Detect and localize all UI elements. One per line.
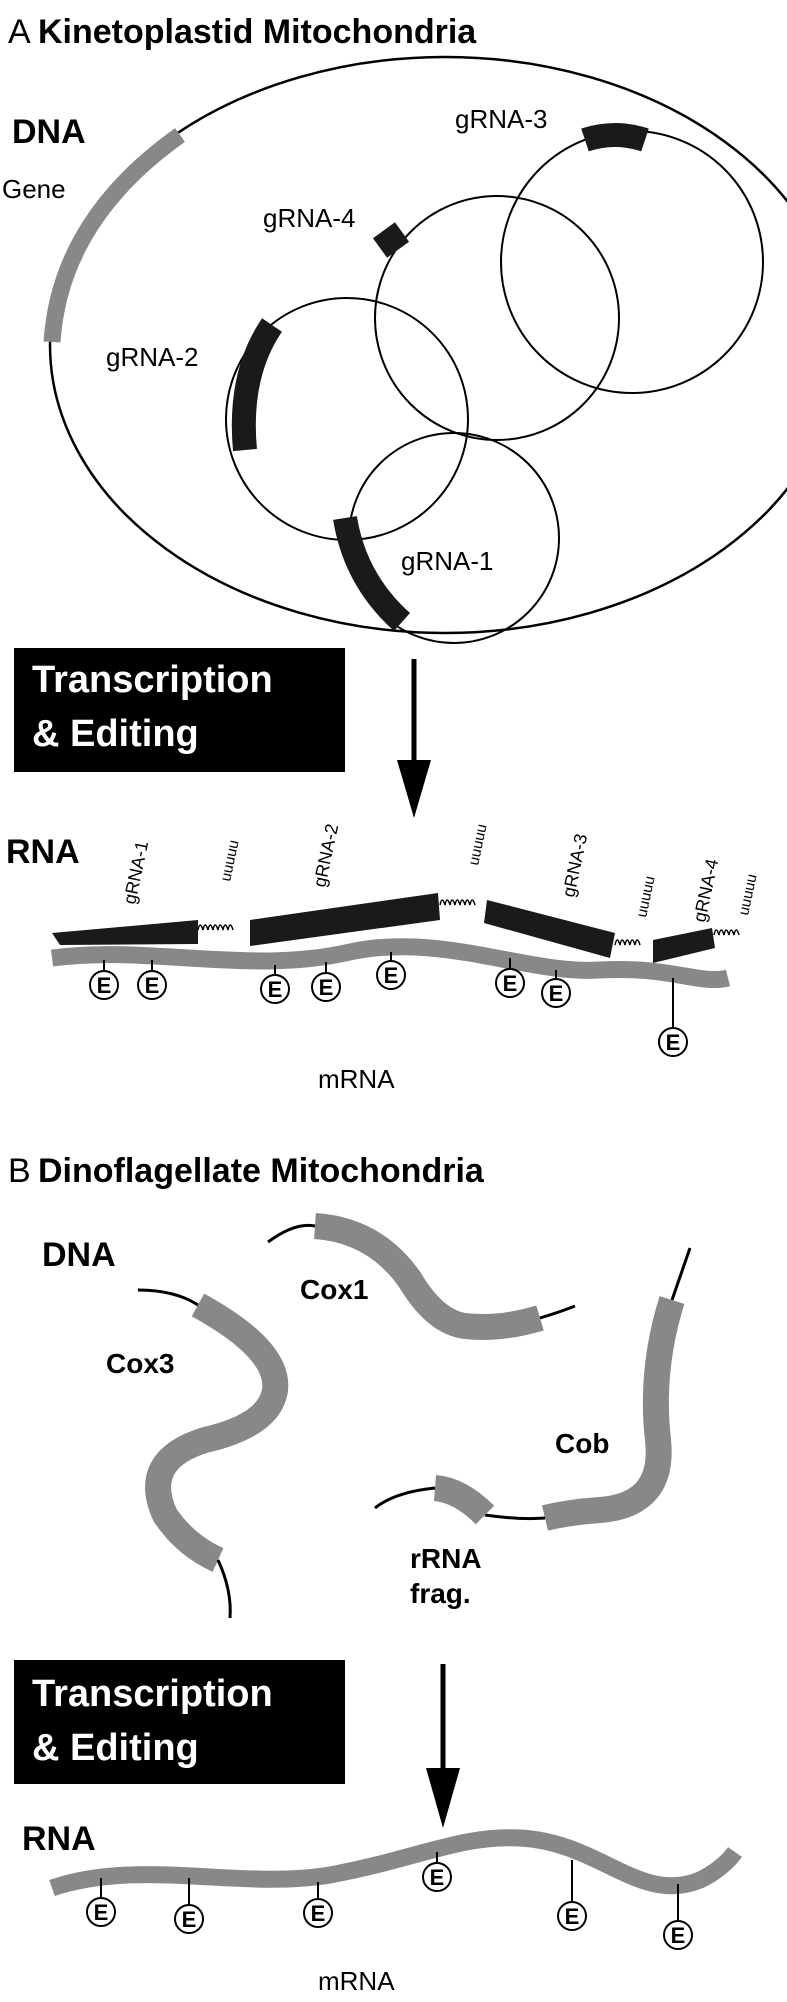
cox1-gene bbox=[313, 1213, 544, 1340]
panel-b-mrna bbox=[49, 1829, 742, 1897]
rrna-label-line-2: frag. bbox=[410, 1578, 471, 1609]
svg-text:E: E bbox=[384, 963, 399, 988]
panel-b-letter: B bbox=[8, 1152, 31, 1190]
cox1-label: Cox1 bbox=[300, 1274, 368, 1305]
mitochondrion-outline bbox=[48, 55, 787, 635]
svg-text:E: E bbox=[549, 981, 564, 1006]
rrna-flank bbox=[374, 1486, 436, 1510]
svg-text:E: E bbox=[430, 1865, 445, 1890]
panel-b-edit-site: E bbox=[422, 1852, 452, 1892]
grna-2-tail-text: uuuuu bbox=[465, 822, 490, 866]
rna-grna-1-label: gRNA-1 bbox=[119, 839, 152, 906]
panel-a-edit-site: E bbox=[376, 952, 406, 990]
rna-grna-2-label: gRNA-2 bbox=[309, 822, 342, 889]
cox3-gene bbox=[145, 1293, 289, 1572]
svg-text:E: E bbox=[182, 1907, 197, 1932]
panel-b-edit-site: E bbox=[303, 1882, 333, 1928]
panel-b-edit-site: E bbox=[174, 1878, 204, 1934]
panel-a-process-line-2: & Editing bbox=[32, 713, 199, 755]
svg-text:E: E bbox=[666, 1030, 681, 1055]
rrna-label-line-1: rRNA bbox=[410, 1543, 482, 1574]
grna-3-label: gRNA-3 bbox=[455, 104, 547, 134]
panel-b-process-line-1: Transcription bbox=[32, 1673, 273, 1715]
grna-4-tail-text: uuuuu bbox=[735, 872, 760, 916]
cox3-label: Cox3 bbox=[106, 1348, 174, 1379]
cox3-flank-5 bbox=[137, 1288, 199, 1307]
rrna-fragment bbox=[433, 1475, 495, 1525]
cox1-flank-3 bbox=[539, 1304, 576, 1320]
panel-b-edit-site: E bbox=[663, 1884, 693, 1950]
grna-4-label: gRNA-4 bbox=[263, 203, 355, 233]
cob-rrna-linker bbox=[484, 1513, 546, 1521]
cob-gene bbox=[541, 1296, 685, 1531]
grna-1-transcript bbox=[52, 920, 198, 945]
grna-3-tail bbox=[614, 939, 641, 946]
rna-grna-4-label: gRNA-4 bbox=[689, 857, 722, 924]
svg-text:E: E bbox=[311, 1901, 326, 1926]
rna-grna-3-label: gRNA-3 bbox=[558, 832, 591, 899]
panel-b-arrow-head bbox=[426, 1768, 460, 1828]
minicircle-4 bbox=[374, 195, 620, 441]
cox3-flank-3 bbox=[216, 1559, 232, 1619]
grna-2-gene bbox=[231, 318, 283, 452]
panel-a-letter: A bbox=[8, 13, 31, 51]
gene-label: Gene bbox=[2, 174, 66, 204]
panel-a-edit-site: E bbox=[495, 958, 525, 998]
panel-a-title: Kinetoplastid Mitochondria bbox=[38, 13, 477, 51]
grna-2-label: gRNA-2 bbox=[106, 342, 198, 372]
svg-text:E: E bbox=[97, 973, 112, 998]
panel-a-dna-label: DNA bbox=[12, 113, 86, 151]
svg-text:E: E bbox=[503, 971, 518, 996]
panel-a-process-box bbox=[14, 648, 345, 772]
svg-text:E: E bbox=[94, 1900, 109, 1925]
panel-a-edit-site: E bbox=[658, 978, 688, 1057]
panel-a-edit-site: E bbox=[260, 965, 290, 1004]
panel-a-process-line-1: Transcription bbox=[32, 659, 273, 701]
grna-1-label: gRNA-1 bbox=[401, 546, 493, 576]
grna-2-tail bbox=[439, 899, 476, 906]
panel-a-edit-site: E bbox=[89, 960, 119, 1000]
cox1-flank-5 bbox=[267, 1223, 316, 1244]
cob-label: Cob bbox=[555, 1428, 609, 1459]
panel-b-dna-label: DNA bbox=[42, 1236, 116, 1274]
grna-1-tail-text: uuuuu bbox=[217, 838, 242, 882]
panel-a-edit-site: E bbox=[541, 970, 571, 1008]
panel-b-process-box bbox=[14, 1660, 345, 1784]
grna-1-tail bbox=[197, 924, 234, 931]
panel-a-mrna bbox=[50, 938, 731, 989]
grna-4-transcript bbox=[653, 928, 715, 963]
panel-a-edit-site: E bbox=[137, 960, 167, 1000]
panel-b-rna-label: RNA bbox=[22, 1820, 96, 1858]
svg-text:E: E bbox=[671, 1923, 686, 1948]
panel-b-mrna-label: mRNA bbox=[318, 1966, 395, 1996]
panel-b-process-line-2: & Editing bbox=[32, 1727, 199, 1769]
grna-4-gene bbox=[372, 222, 410, 258]
svg-text:E: E bbox=[268, 977, 283, 1002]
panel-a-rna-label: RNA bbox=[6, 833, 80, 871]
grna-3-transcript bbox=[484, 900, 615, 958]
panel-b-edit-site: E bbox=[86, 1878, 116, 1927]
panel-a-edit-site: E bbox=[311, 962, 341, 1002]
grna-1-gene bbox=[333, 515, 411, 631]
grna-3-gene bbox=[581, 123, 649, 152]
svg-text:E: E bbox=[145, 973, 160, 998]
grna-2-transcript bbox=[250, 893, 440, 946]
panel-b-title: Dinoflagellate Mitochondria bbox=[38, 1152, 485, 1190]
maxicircle-gene bbox=[43, 128, 185, 343]
panel-b-edit-site: E bbox=[557, 1860, 587, 1931]
panel-a-arrow-head bbox=[397, 760, 431, 818]
panel-a-mrna-label: mRNA bbox=[318, 1064, 395, 1094]
svg-text:E: E bbox=[565, 1904, 580, 1929]
grna-4-tail bbox=[713, 929, 740, 936]
cob-flank-5 bbox=[670, 1247, 692, 1301]
grna-3-tail-text: uuuuu bbox=[633, 874, 658, 918]
svg-text:E: E bbox=[319, 975, 334, 1000]
minicircle-3 bbox=[500, 130, 764, 394]
